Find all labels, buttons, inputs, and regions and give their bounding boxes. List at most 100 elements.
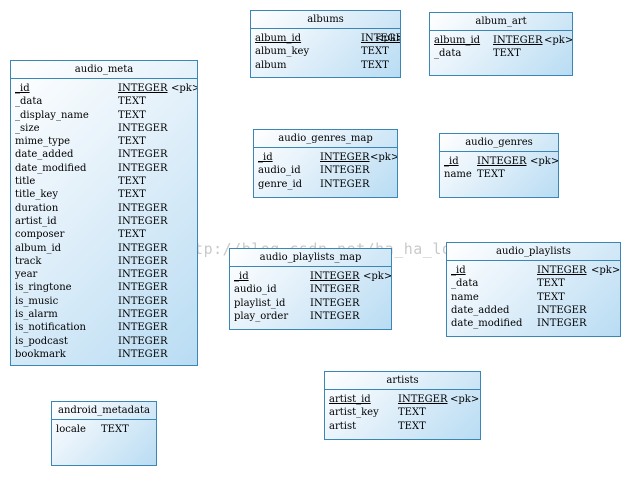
primary-key-marker: <pk> [375,33,400,44]
column-row: is_notification INTEGER [15,321,197,334]
column-type: INTEGER [398,394,448,405]
column-type: INTEGER [118,269,168,281]
column-type: TEXT [493,48,521,60]
column-name: audio_id [234,284,277,296]
column-row: title_key TEXT [15,188,197,201]
table-albums[interactable]: albumsalbum_idINTEGER<pk>album_keyTEXTal… [250,10,401,78]
column-row: album_id INTEGER<pk> [255,32,400,45]
column-row: year INTEGER [15,268,197,281]
column-name: _data [434,48,462,60]
column-name: name [444,169,472,181]
column-row: date_modified INTEGER [451,317,620,330]
column-name: _data [451,278,479,290]
column-type: INTEGER [361,33,400,44]
column-name: bookmark [15,348,66,360]
column-type: INTEGER [320,178,370,190]
column-type: INTEGER [118,348,168,360]
column-row: artist_id INTEGER [15,215,197,228]
table-title: audio_genres [440,134,558,152]
column-name: date_modified [451,318,523,330]
column-type: TEXT [118,96,146,108]
column-type: INTEGER [310,271,360,282]
column-name: artist_id [15,215,57,227]
column-type: INTEGER [118,322,168,334]
column-type: INTEGER [537,265,587,276]
column-name: _id [15,83,30,94]
column-type: TEXT [101,424,129,435]
column-type: INTEGER [537,318,587,330]
column-name: album_id [434,35,481,46]
column-type: INTEGER [118,162,168,174]
column-type: INTEGER [118,215,168,227]
column-type: TEXT [118,229,146,241]
column-name: date_added [15,149,74,161]
column-name: artist_key [329,407,379,419]
primary-key-marker: <pk> [450,394,480,405]
column-name: track [15,255,42,267]
primary-key-marker: <pk> [171,83,198,94]
column-type: TEXT [118,189,146,201]
column-row: composer TEXT [15,228,197,241]
column-type: INTEGER [493,35,543,46]
column-name: play_order [234,310,289,322]
column-type: TEXT [118,136,146,148]
column-name: is_notification [15,322,86,334]
column-row: _data TEXT [434,47,572,60]
table-title: albums [251,11,400,29]
column-name: album_id [15,242,62,254]
column-name: _id [234,271,249,282]
column-name: composer [15,229,65,241]
column-name: title [15,176,36,188]
column-type: TEXT [398,407,426,419]
column-name: _id [258,152,273,163]
column-name: album_id [255,33,302,44]
column-name: year [15,269,38,281]
primary-key-marker: <pk> [544,35,573,46]
column-type: INTEGER [310,284,360,296]
table-title: audio_playlists [447,243,620,261]
column-name: name [451,291,479,303]
column-row: album_id INTEGER<pk> [434,34,572,47]
table-title: audio_genres_map [254,130,397,148]
column-name: duration [15,202,59,214]
column-name: album_key [255,46,310,58]
column-row: bookmark INTEGER [15,348,197,361]
column-name: album [255,59,287,71]
column-type: INTEGER [118,295,168,307]
column-name: _size [15,122,40,134]
column-name: is_ringtone [15,282,72,294]
column-name: title_key [15,189,58,201]
column-type: INTEGER [320,165,370,177]
